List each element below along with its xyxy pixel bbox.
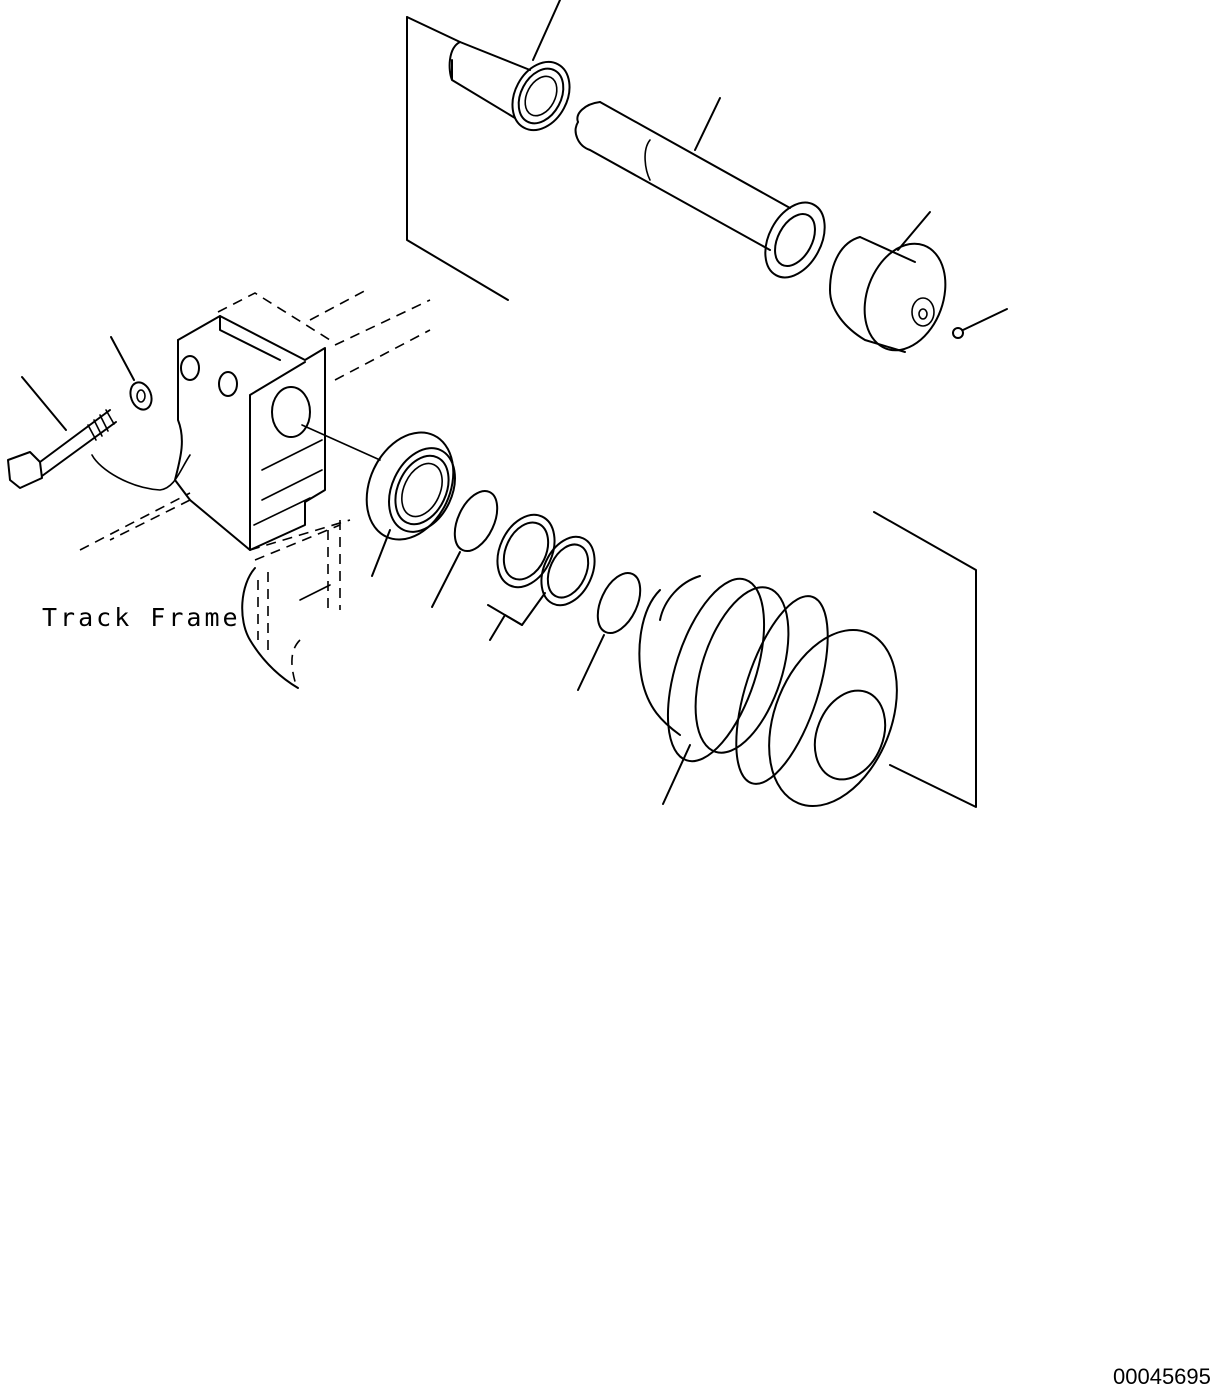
bushing-part (365, 431, 456, 577)
o-ring-part-2 (577, 572, 642, 691)
washer-part (110, 336, 153, 411)
track-frame-label: Track Frame (42, 603, 241, 632)
collar-part (448, 0, 571, 132)
bolt-part (7, 376, 117, 489)
o-ring-part-1 (431, 490, 499, 608)
frame-bracket-block (79, 287, 431, 561)
track-frame-body (241, 520, 341, 689)
end-cap-part (829, 211, 947, 353)
drawing-number: 00045695 (1113, 1364, 1211, 1385)
roller-part (638, 575, 898, 808)
plug-screw-part (952, 308, 1008, 339)
lower-group-bracket (873, 511, 977, 808)
floating-seal-part (487, 513, 596, 641)
assembly-axis-line (301, 424, 381, 461)
shaft-part (574, 97, 826, 279)
upper-group-bracket (406, 16, 509, 301)
